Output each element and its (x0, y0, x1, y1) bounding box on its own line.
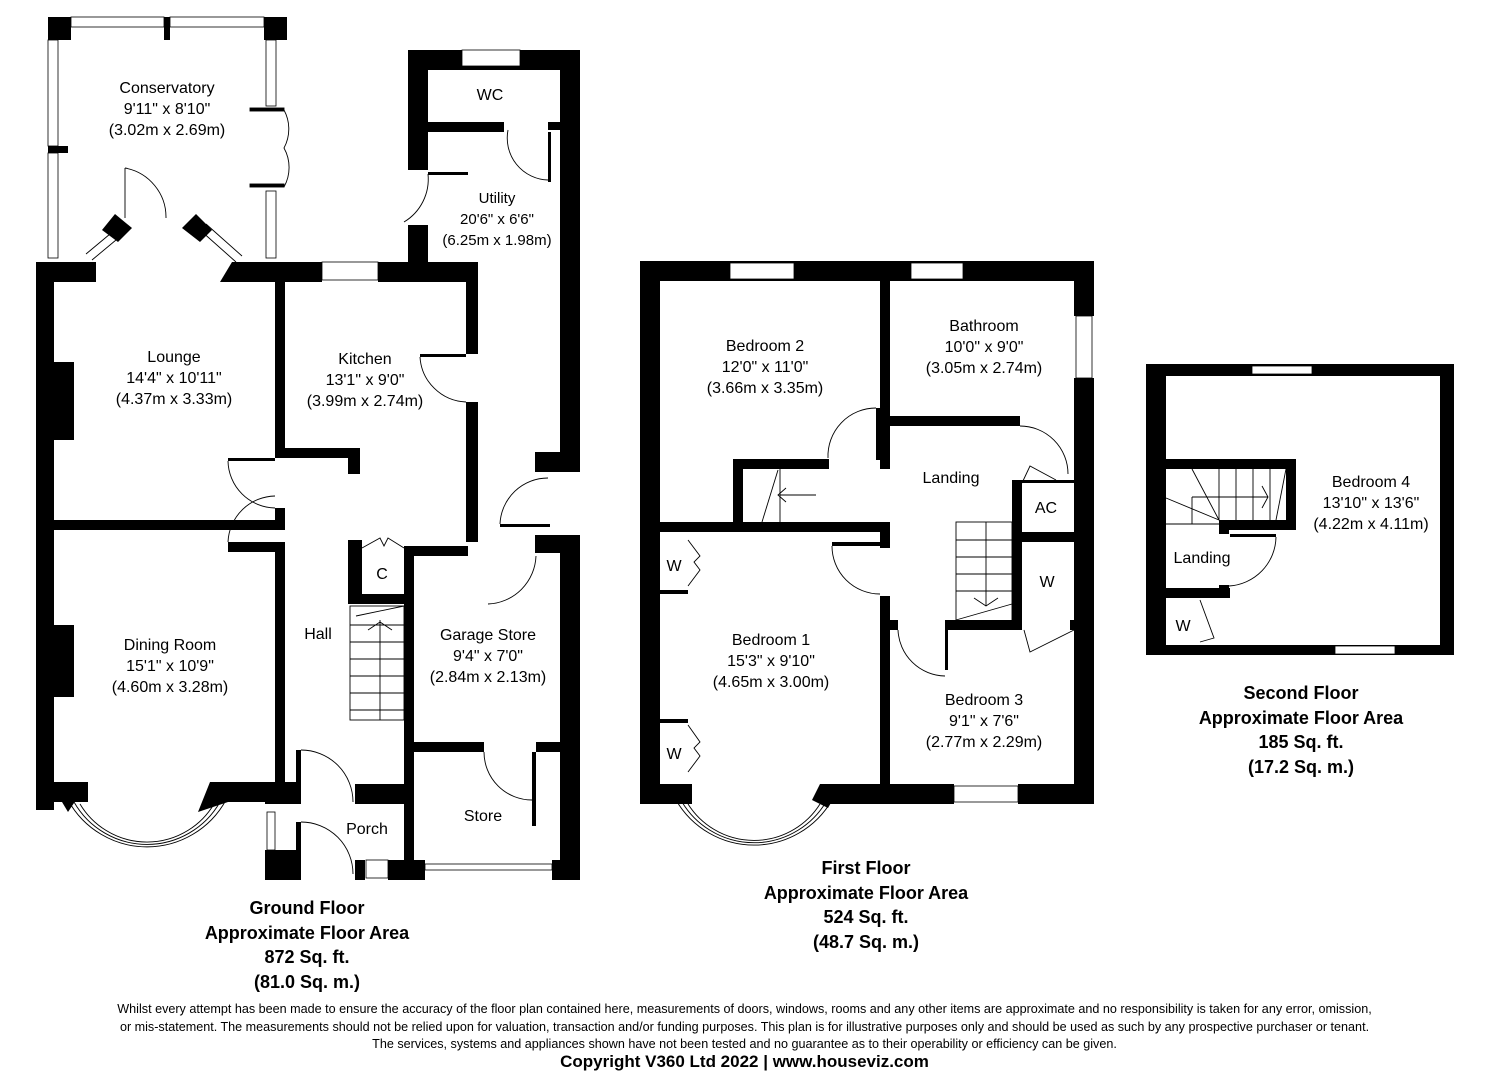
floor-area-sqm: (81.0 Sq. m.) (253, 971, 361, 992)
room-name: W (666, 558, 682, 575)
room-label-lounge: Lounge 14'4" x 10'11" (4.37m x 3.33m) (116, 347, 232, 410)
room-size-imperial: 14'4" x 10'11" (126, 370, 222, 387)
room-label-wardrobe: W (1175, 616, 1190, 637)
floor-title: Second Floor (1243, 683, 1359, 703)
room-size-metric: (2.84m x 2.13m) (429, 669, 547, 686)
room-label-wardrobe: W (666, 744, 681, 765)
room-label-wardrobe: W (666, 556, 681, 577)
room-size-metric: (4.60m x 3.28m) (111, 679, 229, 696)
room-name: Landing (922, 470, 980, 487)
room-label-bedroom-2: Bedroom 2 12'0" x 11'0" (3.66m x 3.35m) (707, 336, 823, 399)
room-name: Conservatory (119, 80, 215, 97)
room-size-imperial: 12'0" x 11'0" (721, 359, 809, 376)
room-name: W (1175, 618, 1191, 635)
room-label-cupboard: C (376, 564, 388, 585)
room-size-imperial: 13'1" x 9'0" (325, 372, 405, 389)
room-size-imperial: 15'3" x 9'10" (727, 653, 815, 670)
room-label-conservatory: Conservatory 9'11" x 8'10" (3.02m x 2.69… (109, 78, 225, 141)
room-label-dining-room: Dining Room 15'1" x 10'9" (4.60m x 3.28m… (112, 635, 228, 698)
room-size-imperial: 15'1" x 10'9" (126, 658, 214, 675)
room-size-metric: (2.77m x 2.29m) (925, 734, 1043, 751)
room-name: Bedroom 3 (944, 692, 1024, 709)
room-name: Landing (1173, 550, 1231, 567)
room-size-imperial: 9'4" x 7'0" (453, 648, 523, 665)
disclaimer-line: Whilst every attempt has been made to en… (117, 1002, 1372, 1016)
room-name: Store (463, 808, 503, 825)
room-name: Hall (304, 626, 332, 643)
room-label-porch: Porch (346, 819, 388, 840)
room-size-imperial: 9'1" x 7'6" (949, 713, 1019, 730)
room-name: Kitchen (338, 351, 392, 368)
room-size-metric: (6.25m x 1.98m) (442, 232, 552, 249)
wall (48, 17, 71, 40)
floor-area-sqm: (17.2 Sq. m.) (1247, 756, 1355, 777)
room-name: Bedroom 4 (1331, 474, 1411, 491)
wall (264, 17, 287, 40)
room-size-imperial: 10'0" x 9'0" (944, 339, 1024, 356)
room-name: Bathroom (949, 318, 1019, 335)
floor-area-sqft: 185 Sq. ft. (1258, 732, 1344, 752)
floor-subtitle: Approximate Floor Area (1198, 707, 1404, 728)
room-name: W (1039, 574, 1055, 591)
room-name: Lounge (147, 349, 201, 366)
room-name: AC (1034, 500, 1058, 517)
disclaimer-line: or mis-statement. The measurements shoul… (119, 1019, 1370, 1034)
disclaimer-line: The services, systems and appliances sho… (372, 1037, 1117, 1051)
room-label-bedroom-4: Bedroom 4 13'10" x 13'6" (4.22m x 4.11m) (1313, 472, 1428, 535)
room-label-hall: Hall (304, 624, 332, 645)
second-floor-area-summary: Second Floor Approximate Floor Area 185 … (1199, 681, 1403, 779)
room-size-metric: (4.37m x 3.33m) (115, 391, 233, 408)
room-size-imperial: 9'11" x 8'10" (123, 101, 211, 118)
room-name: Dining Room (123, 637, 217, 654)
room-label-garage-store: Garage Store 9'4" x 7'0" (2.84m x 2.13m) (430, 625, 546, 688)
room-size-metric: (4.22m x 4.11m) (1313, 516, 1429, 533)
room-name: Bedroom 1 (731, 632, 811, 649)
room-label-bathroom: Bathroom 10'0" x 9'0" (3.05m x 2.74m) (926, 316, 1042, 379)
room-size-metric: (3.66m x 3.35m) (706, 380, 824, 397)
room-name: WC (476, 87, 504, 104)
room-label-bedroom-1: Bedroom 1 15'3" x 9'10" (4.65m x 3.00m) (713, 630, 829, 693)
room-label-wardrobe: W (1039, 572, 1054, 593)
first-floor-area-summary: First Floor Approximate Floor Area 524 S… (764, 856, 968, 954)
room-size-metric: (3.02m x 2.69m) (108, 122, 226, 139)
room-name: C (376, 566, 388, 583)
room-name: Utility (478, 190, 516, 207)
room-size-metric: (3.99m x 2.74m) (306, 393, 424, 410)
floor-subtitle: Approximate Floor Area (763, 882, 969, 903)
room-size-imperial: 20'6" x 6'6" (460, 211, 534, 228)
room-label-store: Store (464, 806, 502, 827)
floor-area-sqft: 524 Sq. ft. (823, 907, 909, 927)
copyright-notice: Copyright V360 Ltd 2022 | www.houseviz.c… (560, 1052, 929, 1071)
floor-subtitle: Approximate Floor Area (204, 922, 410, 943)
room-label-landing: Landing (1174, 548, 1231, 569)
floor-title: Ground Floor (249, 898, 365, 918)
room-label-kitchen: Kitchen 13'1" x 9'0" (3.99m x 2.74m) (307, 349, 423, 412)
room-name: Bedroom 2 (725, 338, 805, 355)
room-label-airing-cupboard: AC (1035, 498, 1057, 519)
room-label-wc: WC (477, 85, 504, 106)
floor-title: First Floor (821, 858, 911, 878)
floor-area-sqft: 872 Sq. ft. (264, 947, 350, 967)
room-name: W (666, 746, 682, 763)
room-label-landing: Landing (923, 468, 980, 489)
room-name: Porch (346, 821, 388, 838)
room-label-utility: Utility 20'6" x 6'6" (6.25m x 1.98m) (442, 188, 551, 251)
room-size-imperial: 13'10" x 13'6" (1322, 495, 1420, 512)
disclaimer: Whilst every attempt has been made to en… (0, 1001, 1489, 1054)
room-label-bedroom-3: Bedroom 3 9'1" x 7'6" (2.77m x 2.29m) (926, 690, 1042, 753)
floor-area-sqm: (48.7 Sq. m.) (812, 931, 920, 952)
room-name: Garage Store (439, 627, 537, 644)
ground-floor-area-summary: Ground Floor Approximate Floor Area 872 … (205, 896, 409, 994)
room-size-metric: (3.05m x 2.74m) (925, 360, 1043, 377)
room-size-metric: (4.65m x 3.00m) (712, 674, 830, 691)
